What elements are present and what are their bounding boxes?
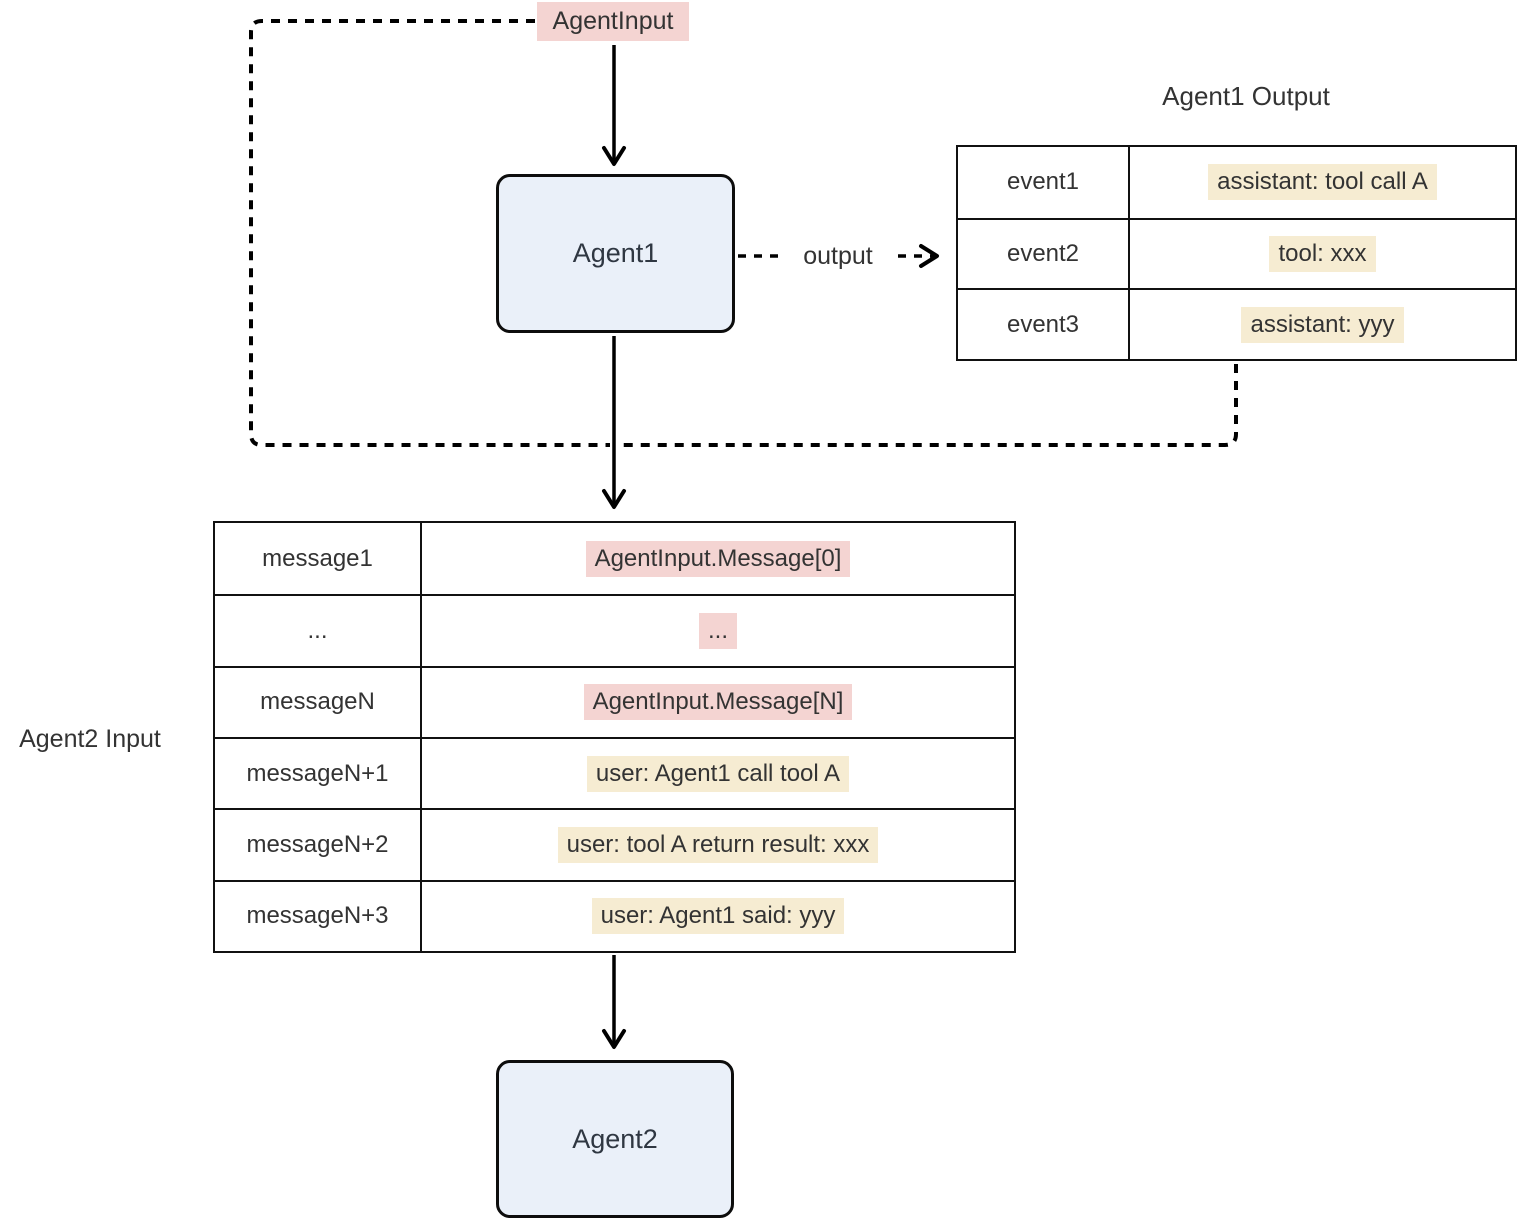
agent2-node-label: Agent2 (572, 1123, 658, 1154)
agent2-input-row-value: user: tool A return result: xxx (422, 808, 1014, 879)
agent1-node[interactable]: Agent1 (496, 174, 735, 333)
agent2-input-row-key: message1 (215, 523, 422, 595)
highlighted-value: user: tool A return result: xxx (557, 826, 879, 863)
highlighted-value: AgentInput.Message[N] (583, 684, 853, 721)
agent1-output-row-key: event3 (958, 288, 1130, 359)
agent2-input-row-key: messageN+1 (215, 737, 422, 809)
agent1-output-row-key: event2 (958, 217, 1130, 289)
agentinput-label: AgentInput (537, 2, 689, 41)
agent1-output-row-key: event1 (958, 147, 1130, 218)
agent1-output-row-value: assistant: yyy (1130, 288, 1515, 359)
agent1-output-table: event1 assistant: tool call A event2 too… (956, 145, 1517, 361)
agent2-input-row-key: messageN+3 (215, 879, 422, 951)
highlighted-value: user: Agent1 call tool A (586, 755, 850, 792)
highlighted-value: tool: xxx (1269, 235, 1376, 272)
highlighted-value: assistant: yyy (1241, 306, 1404, 343)
agent2-input-row-value: AgentInput.Message[N] (422, 665, 1014, 737)
output-edge-label: output (786, 236, 890, 276)
edge-agent1output-drop-dashed (620, 364, 1238, 447)
agent2-input-row-key: ... (215, 594, 422, 666)
agent2-input-row-value: user: Agent1 said: yyy (422, 879, 1014, 951)
agent2-input-row-value: AgentInput.Message[0] (422, 523, 1014, 594)
agent2-input-row-key: messageN+2 (215, 808, 422, 880)
highlighted-value: user: Agent1 said: yyy (591, 898, 845, 935)
agent2-input-table: message1 AgentInput.Message[0] ... ... m… (213, 521, 1016, 953)
agent1-output-title: Agent1 Output (1162, 80, 1330, 111)
agent2-input-row-value: ... (422, 594, 1014, 665)
highlighted-value: assistant: tool call A (1208, 164, 1437, 201)
agent2-input-row-key: messageN (215, 665, 422, 737)
agent2-node[interactable]: Agent2 (496, 1060, 734, 1218)
agent2-input-title: Agent2 Input (19, 724, 161, 753)
agent2-input-row-value: user: Agent1 call tool A (422, 737, 1014, 808)
agent1-output-row-value: assistant: tool call A (1130, 147, 1515, 218)
highlighted-value: ... (698, 612, 737, 649)
agent1-output-row-value: tool: xxx (1130, 217, 1515, 289)
highlighted-value: AgentInput.Message[0] (585, 540, 851, 577)
agent1-node-label: Agent1 (572, 238, 659, 268)
